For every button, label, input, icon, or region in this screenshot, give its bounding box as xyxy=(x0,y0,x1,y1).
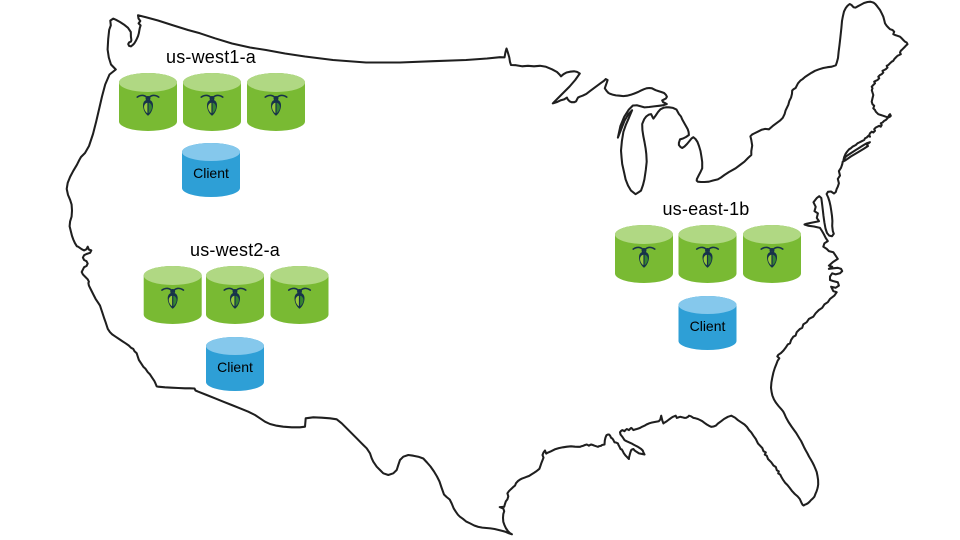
db-node-cylinder xyxy=(615,225,673,283)
db-node-lid xyxy=(247,73,305,92)
client-cylinder: Client xyxy=(678,296,737,350)
db-node-lid xyxy=(119,73,177,92)
region-label: us-west2-a xyxy=(190,240,281,260)
client-cylinder: Client xyxy=(182,143,240,197)
db-node-lid xyxy=(678,225,737,244)
db-node-cylinder xyxy=(247,73,305,131)
db-node-lid xyxy=(270,266,329,285)
region-cluster: us-east-1b Client xyxy=(615,199,801,350)
db-node-cylinder xyxy=(743,225,801,283)
db-node-lid xyxy=(615,225,673,244)
client-label: Client xyxy=(690,318,726,334)
db-node-cylinder xyxy=(119,73,177,131)
db-node-cylinder xyxy=(206,266,264,324)
db-node-cylinder xyxy=(143,266,202,324)
db-node-lid xyxy=(183,73,241,92)
db-node-lid xyxy=(206,266,264,285)
client-lid xyxy=(678,296,737,314)
client-label: Client xyxy=(193,165,229,181)
us-map-outline xyxy=(65,0,909,536)
region-label: us-west1-a xyxy=(166,47,257,67)
client-cylinder: Client xyxy=(206,337,264,391)
region-cluster: us-west1-a Client xyxy=(119,47,305,197)
db-node-lid xyxy=(743,225,801,244)
db-node-cylinder xyxy=(183,73,241,131)
region-cluster: us-west2-a Client xyxy=(143,240,329,391)
region-label: us-east-1b xyxy=(662,199,749,219)
db-node-lid xyxy=(143,266,202,285)
client-lid xyxy=(206,337,264,355)
client-label: Client xyxy=(217,359,253,375)
db-node-cylinder xyxy=(270,266,329,324)
client-lid xyxy=(182,143,240,161)
db-node-cylinder xyxy=(678,225,737,283)
